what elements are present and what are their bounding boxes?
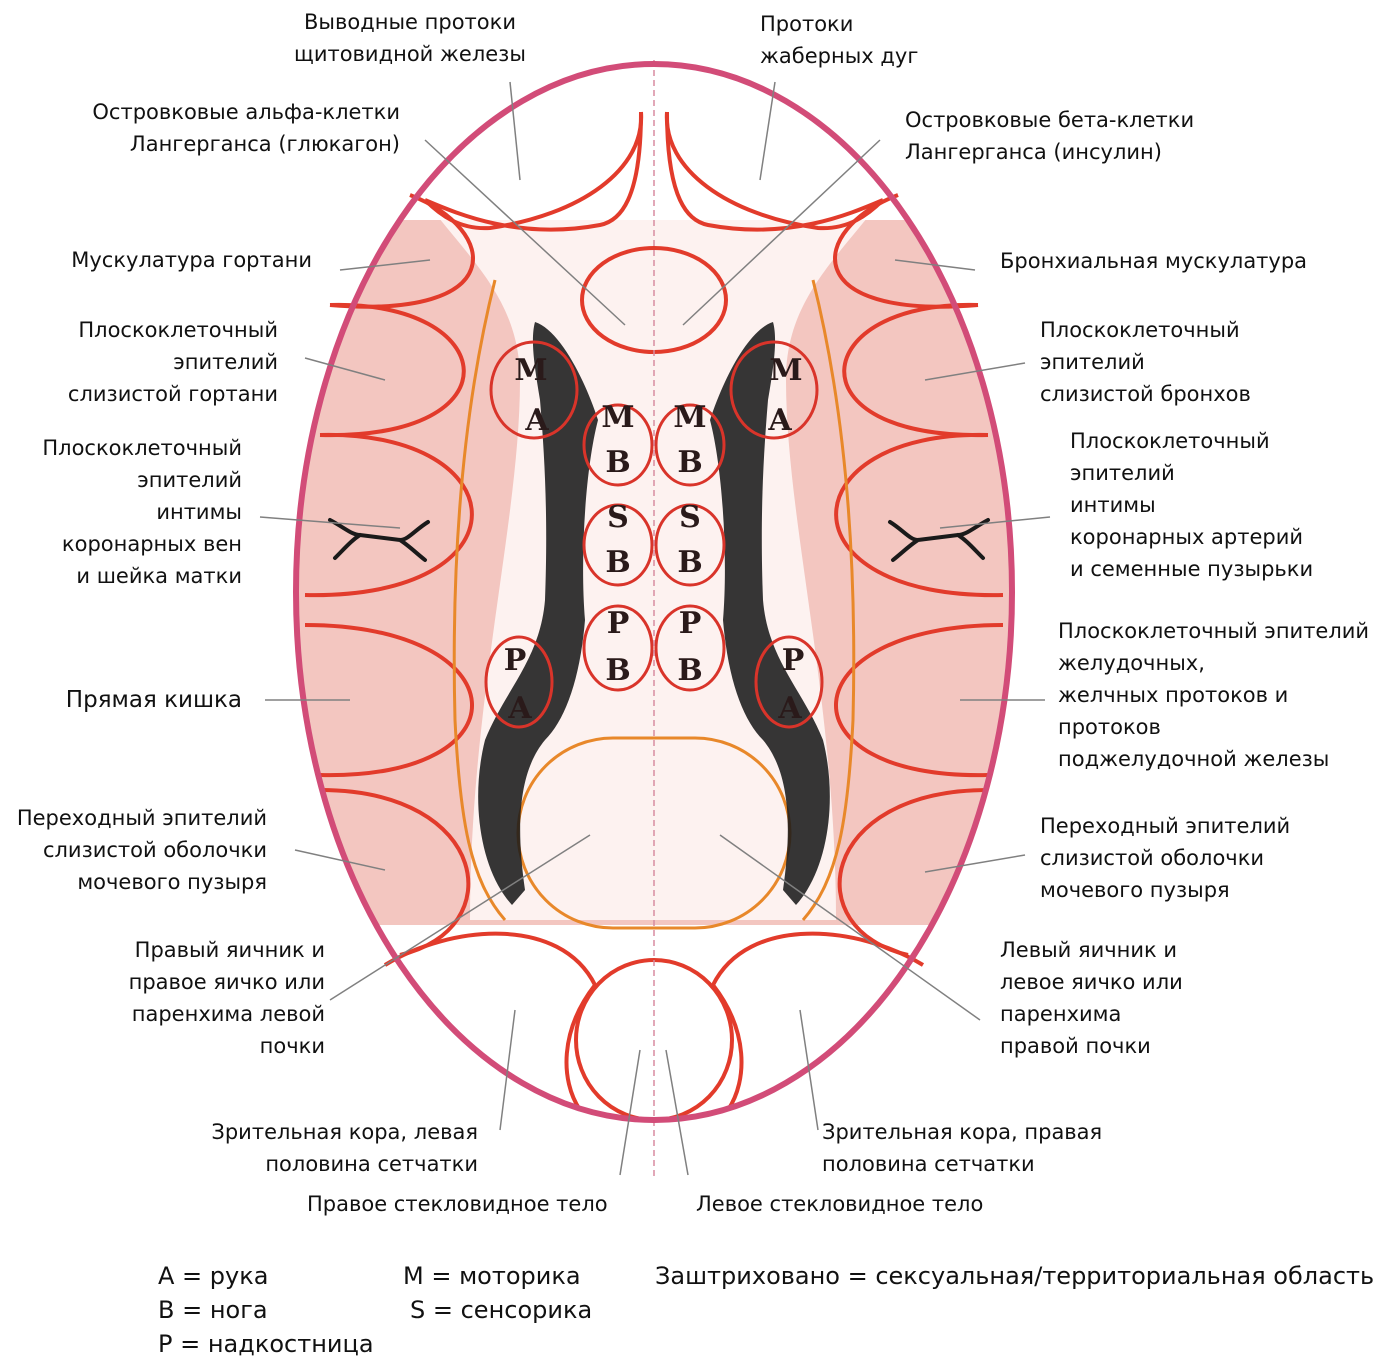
label-left-vitreous: Левое стекловидное тело — [696, 1188, 1016, 1220]
label-bronchial-mucosa: Плоскоклеточный эпителий слизистой бронх… — [1040, 314, 1340, 410]
label-bladder-right: Переходный эпителий слизистой оболочки м… — [1040, 810, 1340, 906]
letter-left-SB-1: S — [607, 500, 629, 535]
legend-b: B = нога — [158, 1293, 268, 1327]
letter-right-PA-1: P — [782, 643, 805, 678]
label-larynx-mucosa: Плоскоклеточный эпителий слизистой горта… — [30, 314, 278, 410]
label-rectum: Прямая кишка — [30, 684, 242, 716]
label-branchial-ducts: Протоки жаберных дуг — [760, 8, 1010, 72]
label-right-ovary: Правый яичник и правое яичко или паренхи… — [60, 934, 325, 1062]
legend-a: A = рука — [158, 1259, 268, 1293]
label-beta-cells: Островковые бета-клетки Лангерганса (инс… — [905, 104, 1245, 168]
flesh-background — [280, 60, 1030, 1125]
letter-right-PB-1: P — [679, 606, 702, 641]
label-visual-right: Зрительная кора, правая половина сетчатк… — [822, 1116, 1142, 1180]
letter-left-PB-1: P — [607, 606, 630, 641]
letter-right-MA-1: M — [769, 353, 802, 388]
letter-right-SB-1: S — [679, 500, 701, 535]
letter-left-MB-2: B — [605, 445, 630, 480]
label-right-vitreous: Правое стекловидное тело — [307, 1188, 627, 1220]
letter-left-PA-2: A — [507, 691, 532, 726]
label-left-ovary: Левый яичник и левое яичко или паренхима… — [1000, 934, 1260, 1062]
label-gastric-ducts: Плоскоклеточный эпителий желудочных, жел… — [1058, 615, 1373, 775]
letter-left-MB-1: M — [601, 400, 634, 435]
label-thyroid-ducts: Выводные протоки щитовидной железы — [270, 6, 550, 70]
letter-left-SB-2: B — [605, 545, 630, 580]
legend-s: S = сенсорика — [410, 1293, 592, 1327]
label-bronchial-muscles: Бронхиальная мускулатура — [1000, 245, 1330, 277]
letter-right-MB-1: M — [673, 400, 706, 435]
label-bladder-left: Переходный эпителий слизистой оболочки м… — [5, 802, 267, 898]
label-larynx-muscles: Мускулатура гортани — [30, 244, 312, 276]
label-visual-left: Зрительная кора, левая половина сетчатки — [170, 1116, 478, 1180]
letter-right-PB-2: B — [677, 653, 702, 688]
label-alpha-cells: Островковые альфа-клетки Лангерганса (гл… — [60, 96, 400, 160]
label-coronary-veins: Плоскоклеточный эпителий интимы коронарн… — [10, 432, 242, 592]
label-coronary-arteries: Плоскоклеточный эпителий интимы коронарн… — [1070, 425, 1370, 585]
letter-right-MB-2: B — [677, 445, 702, 480]
legend-hatched: Заштриховано = сексуальная/территориальн… — [655, 1259, 1374, 1293]
letter-right-SB-2: B — [677, 545, 702, 580]
letter-right-MA-2: A — [767, 403, 792, 438]
legend-m: M = моторика — [403, 1259, 581, 1293]
letter-left-PA-1: P — [504, 643, 527, 678]
letter-left-MA-2: A — [524, 403, 549, 438]
legend-p: P = надкостница — [158, 1327, 374, 1361]
letter-left-MA-1: M — [514, 353, 547, 388]
letter-left-PB-2: B — [605, 653, 630, 688]
letter-right-PA-2: A — [777, 691, 802, 726]
